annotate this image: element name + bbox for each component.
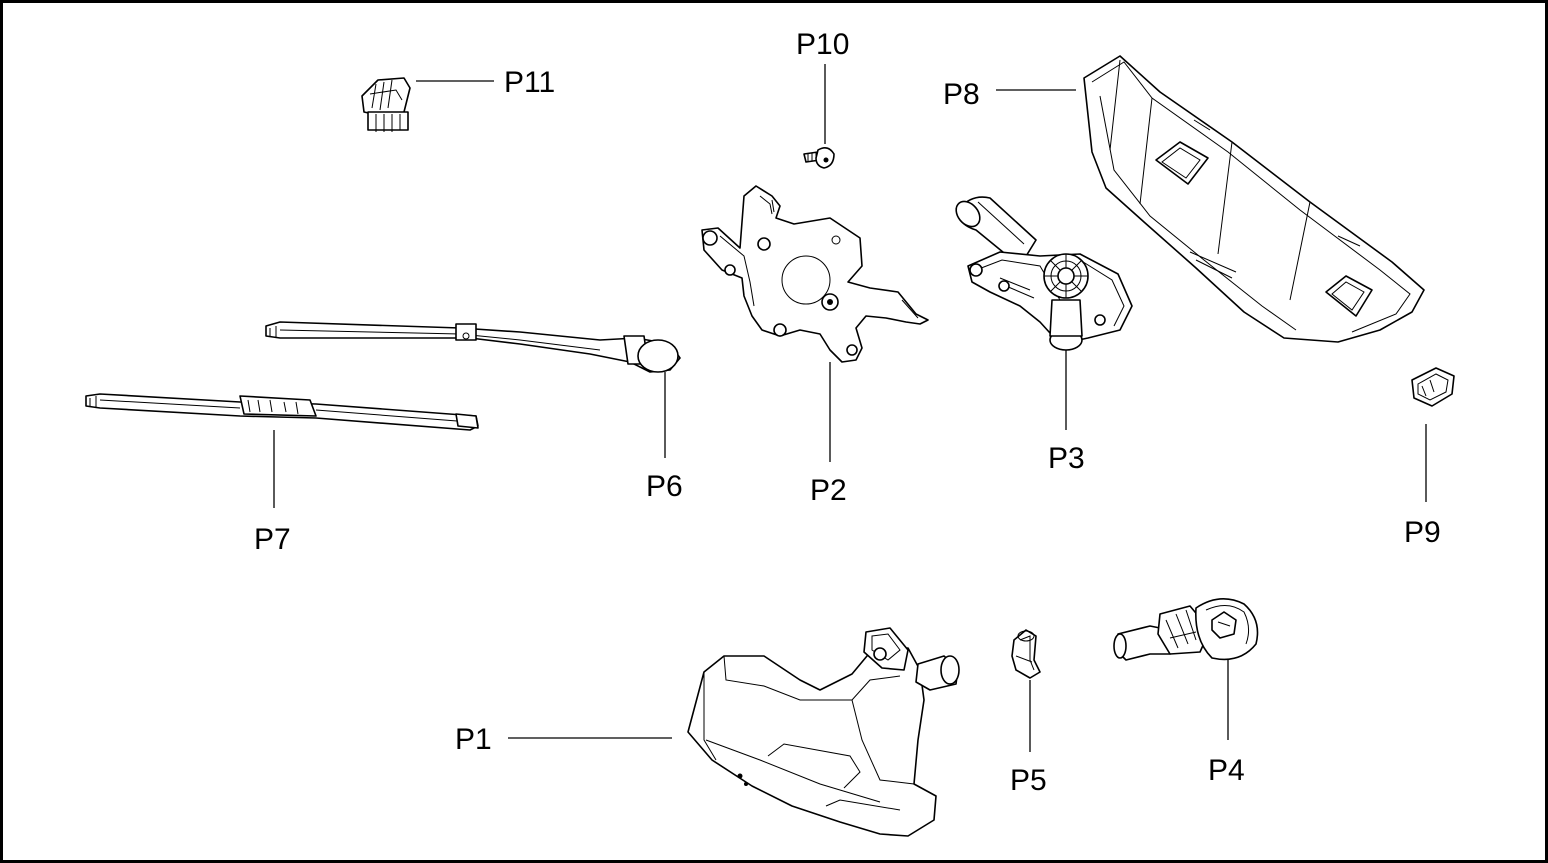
part-p6-wiper-arm (265, 321, 681, 373)
label-p6: P6 (646, 470, 683, 503)
label-p4: P4 (1208, 754, 1245, 787)
part-p3-wiper-motor (955, 196, 1133, 351)
label-p11: P11 (504, 66, 555, 99)
label-p1: P1 (455, 723, 492, 756)
label-p9: P9 (1404, 516, 1441, 549)
part-p9-clip (1411, 367, 1455, 407)
part-p10-screw (803, 146, 835, 169)
part-p4-washer-pump (1113, 598, 1259, 661)
label-p8: P8 (943, 78, 980, 111)
label-p2: P2 (810, 474, 847, 507)
label-p3: P3 (1048, 442, 1085, 475)
label-p5: P5 (1010, 764, 1047, 797)
label-p7: P7 (254, 523, 291, 556)
part-labels: P11 P10 P8 P2 P3 P6 P7 P9 P1 P5 P4 (254, 28, 1441, 797)
part-p11-rocker-switch (361, 77, 411, 132)
label-p10: P10 (796, 28, 849, 61)
part-p5-hose-clamp (1011, 629, 1041, 679)
part-p2-bracket (701, 185, 929, 363)
part-p8-cover-housing (1083, 55, 1425, 343)
part-p1-washer-reservoir (687, 627, 960, 837)
leader-lines (273, 64, 1427, 752)
part-p7-wiper-blade (85, 393, 479, 431)
